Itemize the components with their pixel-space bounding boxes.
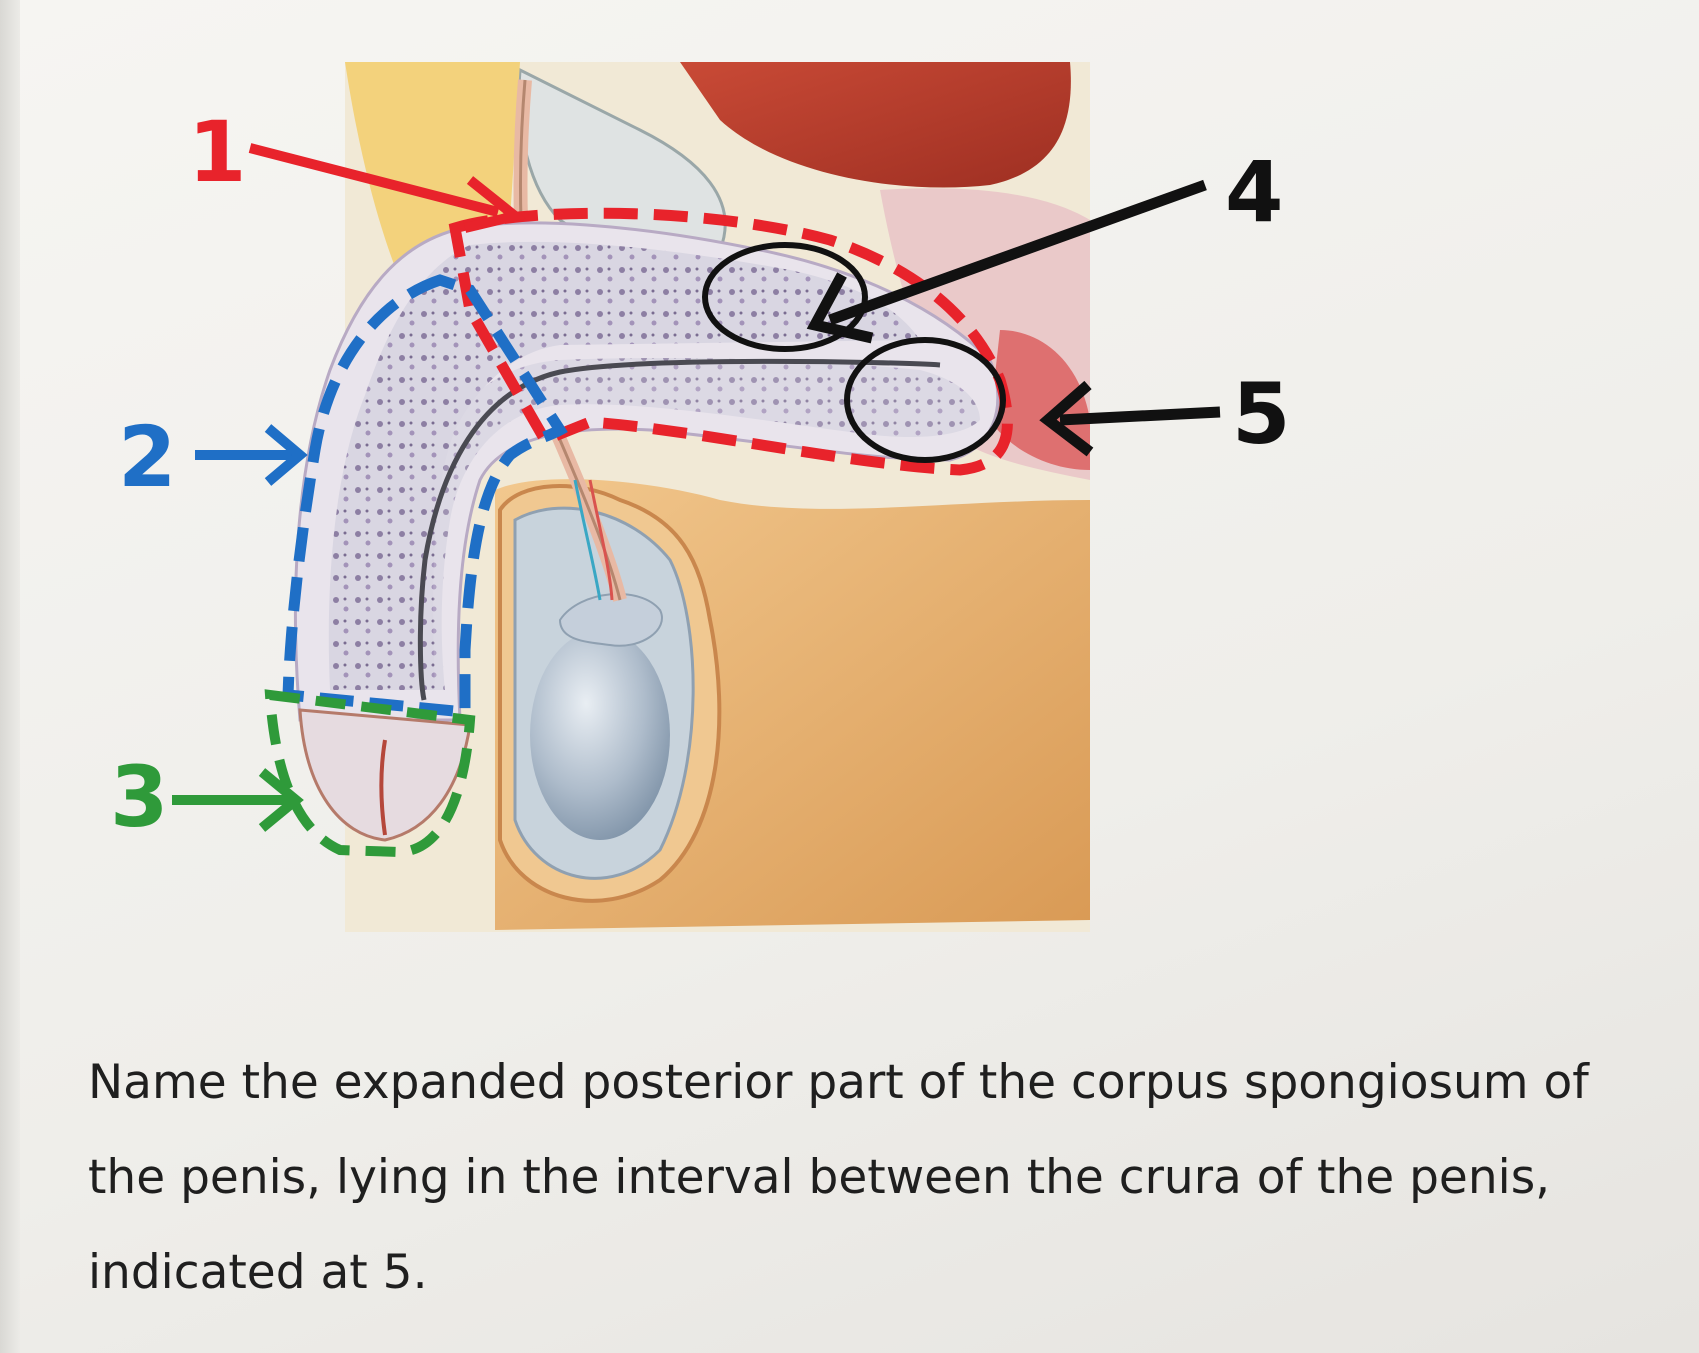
callout-label-2: 2 bbox=[118, 408, 177, 506]
callout-label-1: 1 bbox=[188, 103, 247, 201]
corpus-cavernosum bbox=[328, 241, 921, 690]
region-4-circle bbox=[702, 242, 868, 352]
monitor-bezel-edge bbox=[0, 0, 20, 1353]
urethra bbox=[417, 358, 941, 701]
region-5-circle bbox=[844, 337, 1006, 463]
anatomy-figure: 1 2 3 4 5 bbox=[110, 62, 1291, 932]
arrow-5 bbox=[1039, 380, 1221, 457]
vessel-blue bbox=[573, 479, 602, 601]
callout-label-3: 3 bbox=[110, 748, 169, 846]
question-text: Name the expanded posterior part of the … bbox=[88, 1055, 1589, 1300]
anatomy-illustration bbox=[172, 62, 1221, 932]
arrow-2 bbox=[195, 424, 308, 486]
epididymis bbox=[558, 593, 663, 647]
external-meatus bbox=[379, 739, 387, 836]
region-3-outline bbox=[264, 689, 476, 858]
corpus-spongiosum bbox=[408, 358, 980, 690]
callout-label-4: 4 bbox=[1225, 143, 1284, 241]
callout-label-5: 5 bbox=[1232, 365, 1291, 463]
arrow-1 bbox=[248, 143, 527, 233]
testis bbox=[530, 630, 670, 840]
vessel-red bbox=[588, 479, 614, 601]
arrow-3 bbox=[172, 768, 304, 832]
bladder-region bbox=[680, 62, 1071, 188]
arrow-4 bbox=[806, 179, 1207, 344]
region-2-outline bbox=[282, 274, 568, 719]
